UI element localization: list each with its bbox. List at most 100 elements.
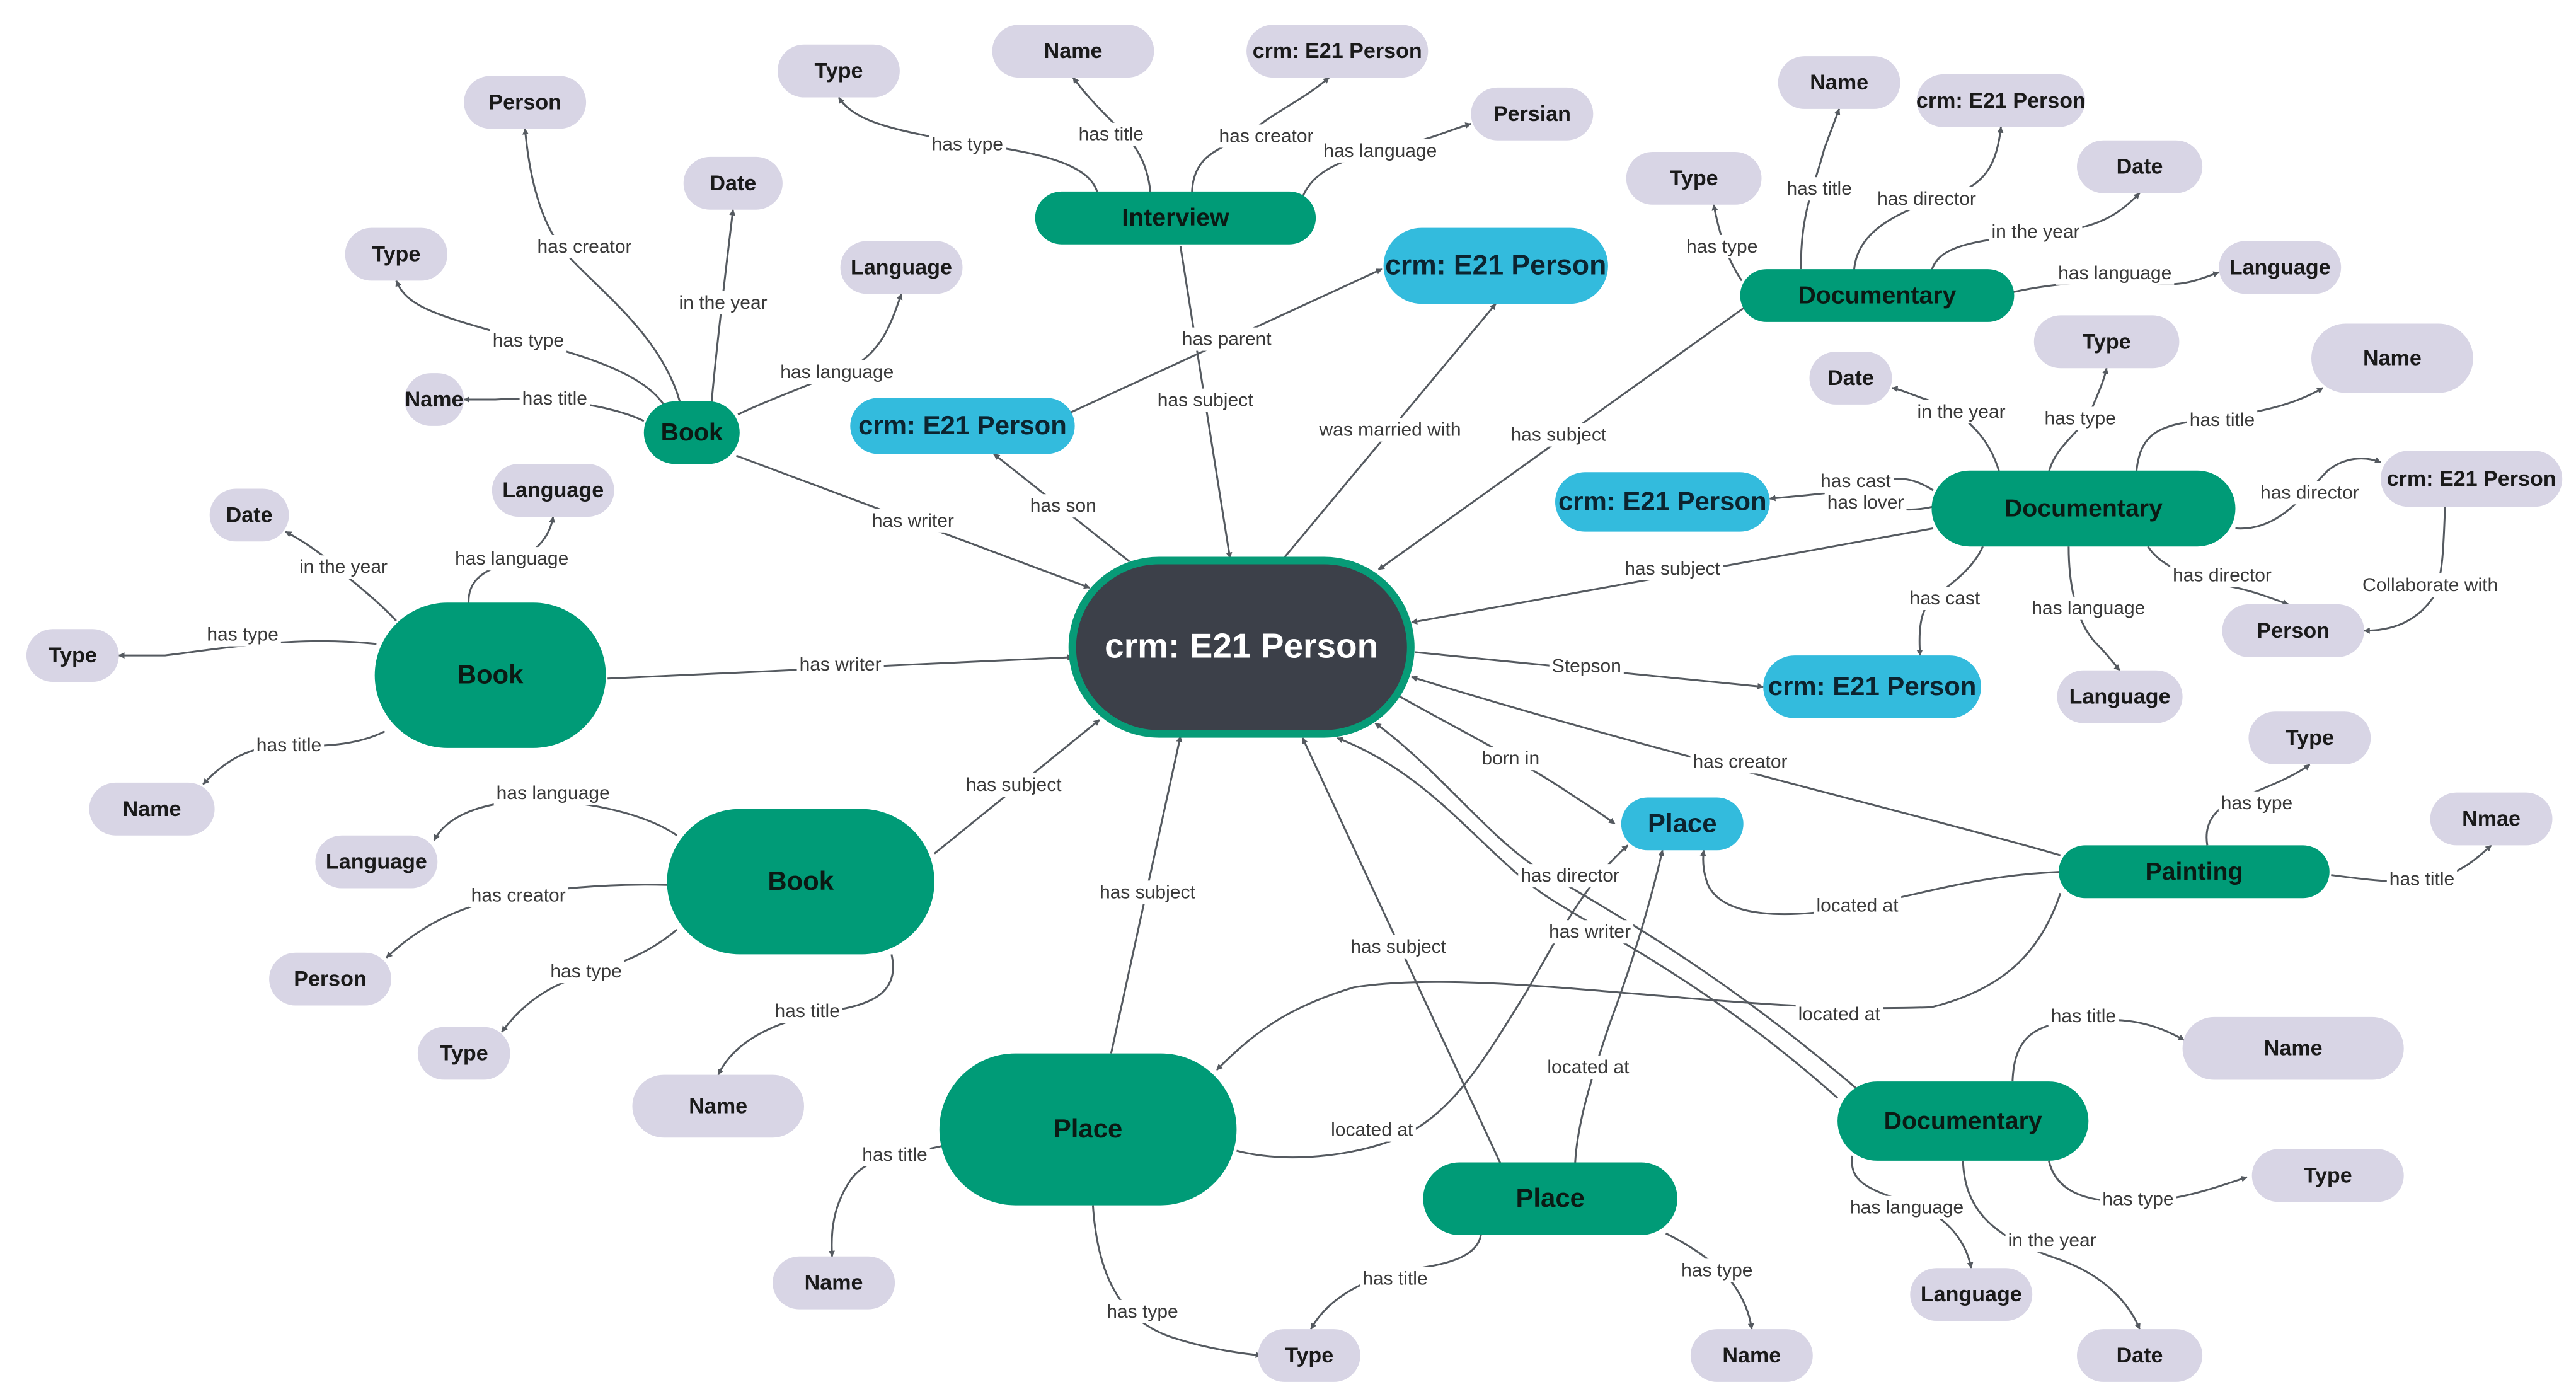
node-label: Type xyxy=(2083,330,2131,354)
node-label: Place xyxy=(1054,1114,1122,1143)
edge-label-e16: has title xyxy=(1784,177,1854,201)
node-painting[interactable]: Painting xyxy=(2059,845,2330,899)
node-int_name[interactable]: Name xyxy=(992,25,1154,78)
node-d1_lang[interactable]: Language xyxy=(2219,241,2342,294)
node-b3_type[interactable]: Type xyxy=(417,1027,510,1080)
node-d3_lang[interactable]: Language xyxy=(1910,1268,2033,1321)
node-d2_lang[interactable]: Language xyxy=(2057,670,2183,723)
node-doc3[interactable]: Documentary xyxy=(1837,1081,2089,1161)
node-d3_name[interactable]: Name xyxy=(2182,1016,2404,1080)
edge-label-text: has language xyxy=(1323,141,1437,161)
edge-label-bg xyxy=(1795,1003,1883,1027)
node-shape xyxy=(269,952,391,1006)
node-p_married[interactable]: crm: E21 Person xyxy=(1383,227,1608,304)
node-d2_person[interactable]: Person xyxy=(2222,604,2364,657)
node-label: Place xyxy=(1648,808,1716,838)
node-b1_date[interactable]: Date xyxy=(683,156,783,210)
node-shape xyxy=(2430,792,2553,846)
edge-label-e44: has creator xyxy=(1690,750,1790,774)
edge-label-bg xyxy=(1328,1118,1416,1142)
edge-label-bg xyxy=(1824,491,1907,515)
node-place_born[interactable]: Place xyxy=(1621,797,1744,851)
edge-label-e49: has subject xyxy=(1097,880,1199,904)
edge-label-e22: has type xyxy=(2042,406,2119,430)
edge-label-text: born in xyxy=(1481,748,1539,769)
node-book2[interactable]: Book xyxy=(374,602,606,748)
edge-label-text: has creator xyxy=(471,885,566,906)
node-d2_crm[interactable]: crm: E21 Person xyxy=(2381,451,2563,507)
edge-label-bg xyxy=(772,999,842,1023)
node-place1[interactable]: Place xyxy=(939,1053,1237,1206)
edge-label-text: has parent xyxy=(1182,329,1272,350)
edge-label-text: has subject xyxy=(1510,425,1606,446)
node-b1_lang[interactable]: Language xyxy=(840,241,963,294)
edge-label-text: has title xyxy=(1362,1268,1427,1289)
node-d1_crm[interactable]: crm: E21 Person xyxy=(1916,74,2086,127)
node-b2_name[interactable]: Name xyxy=(89,782,215,836)
node-b1_name[interactable]: Name xyxy=(404,373,464,426)
node-d3_type[interactable]: Type xyxy=(2251,1149,2404,1202)
edge-label-text: has type xyxy=(550,961,621,982)
edge-e48 xyxy=(1216,892,2062,1071)
edge-label-text: has title xyxy=(256,735,321,756)
node-d2_type[interactable]: Type xyxy=(2033,315,2180,369)
node-p_parent[interactable]: crm: E21 Person xyxy=(850,398,1075,454)
node-int_type[interactable]: Type xyxy=(778,44,900,98)
edge-label-text: has type xyxy=(1681,1260,1752,1281)
node-pl1_type[interactable]: Type xyxy=(1258,1329,1360,1382)
node-shape xyxy=(1471,87,1594,141)
edge-label-e1: has type xyxy=(929,132,1006,156)
node-book3[interactable]: Book xyxy=(667,809,934,955)
node-center[interactable]: crm: E21 Person xyxy=(1068,556,1415,738)
node-p_stepson[interactable]: crm: E21 Person xyxy=(1763,655,1981,718)
edge-label-e18: in the year xyxy=(1989,220,2083,244)
node-pl2_name[interactable]: Name xyxy=(1690,1329,1813,1382)
node-interview[interactable]: Interview xyxy=(1035,191,1316,245)
edge-label-e19: has language xyxy=(2056,261,2175,285)
node-b2_type[interactable]: Type xyxy=(26,629,119,682)
edge-label-bg xyxy=(2187,408,2258,432)
node-place2[interactable]: Place xyxy=(1423,1162,1677,1235)
node-b1_type[interactable]: Type xyxy=(345,227,447,281)
node-b2_date[interactable]: Date xyxy=(209,488,289,542)
node-shape xyxy=(667,809,934,955)
node-doc1[interactable]: Documentary xyxy=(1740,269,2015,322)
edge-label-bg xyxy=(1683,234,1761,258)
node-d3_date[interactable]: Date xyxy=(2077,1329,2203,1382)
edge-label-text: Stepson xyxy=(1552,655,1621,676)
node-p_lover[interactable]: crm: E21 Person xyxy=(1555,472,1770,532)
node-b3_person[interactable]: Person xyxy=(269,952,391,1006)
edge-label-e39: has creator xyxy=(468,884,568,907)
node-d2_date[interactable]: Date xyxy=(1809,352,1892,405)
node-int_crm[interactable]: crm: E21 Person xyxy=(1246,25,1429,78)
edge-e24 xyxy=(2235,457,2381,530)
node-shape xyxy=(2219,241,2342,294)
node-label: crm: E21 Person xyxy=(1768,671,1977,701)
node-b3_name[interactable]: Name xyxy=(632,1074,805,1138)
edge-label-text: located at xyxy=(1547,1057,1630,1078)
edge-label-e37: has writer xyxy=(796,652,884,676)
node-book1[interactable]: Book xyxy=(643,401,740,464)
node-d1_date[interactable]: Date xyxy=(2077,140,2203,193)
node-doc2[interactable]: Documentary xyxy=(1931,470,2236,547)
node-b1_person[interactable]: Person xyxy=(464,76,587,129)
node-int_persian[interactable]: Persian xyxy=(1471,87,1594,141)
edge-label-text: has title xyxy=(2190,410,2255,430)
node-label: Documentary xyxy=(1798,281,1956,309)
node-label: crm: E21 Person xyxy=(858,410,1067,440)
node-label: Type xyxy=(372,243,420,267)
node-pl1_name[interactable]: Name xyxy=(773,1256,895,1310)
node-b2_lang[interactable]: Language xyxy=(492,464,614,517)
node-d1_type[interactable]: Type xyxy=(1626,152,1762,205)
node-pt_nmae[interactable]: Nmae xyxy=(2430,792,2553,846)
node-pt_type[interactable]: Type xyxy=(2248,711,2371,764)
edge-label-bg xyxy=(490,329,567,353)
edge-label-text: has lover xyxy=(1827,492,1904,513)
node-shape xyxy=(1035,191,1316,245)
node-b3_lang[interactable]: Language xyxy=(315,835,438,889)
node-d1_name[interactable]: Name xyxy=(1778,56,1900,109)
edge-labels-layer: has type has title has creator has language… xyxy=(204,122,2501,1323)
edge-label-text: has writer xyxy=(1549,921,1631,942)
node-d2_name[interactable]: Name xyxy=(2311,323,2473,393)
edge-label-e24: has director xyxy=(2258,481,2362,505)
